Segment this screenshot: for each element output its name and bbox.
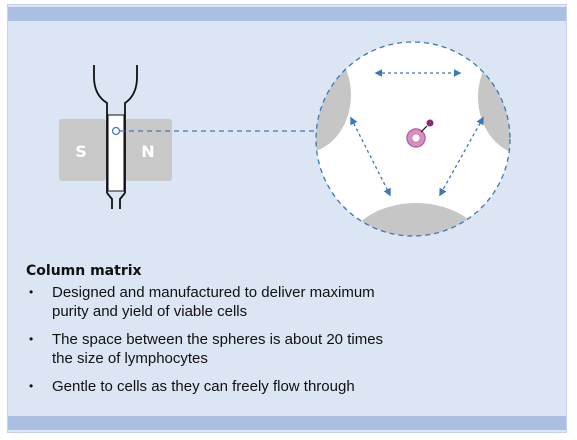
magnet-south-label: S: [75, 142, 87, 161]
column-matrix-fill: [107, 114, 125, 192]
bottom-band: [8, 416, 566, 430]
magnified-view-outline: [315, 41, 511, 237]
list-item: Gentle to cells as they can freely flow …: [26, 377, 546, 396]
spacing-arrows: [350, 69, 484, 197]
magnetic-bead: [426, 119, 434, 127]
column-matrix-info: Column matrix Designed and manufactured …: [26, 263, 546, 405]
separation-column: [93, 65, 138, 209]
magnetic-column-diagram: S N: [59, 41, 511, 237]
magnet-north-label: N: [141, 142, 154, 161]
list-item: Designed and manufactured to deliver max…: [26, 283, 387, 321]
feature-list: Designed and manufactured to deliver max…: [26, 283, 546, 396]
magnet-south: [59, 119, 106, 181]
info-panel: S N: [7, 4, 567, 433]
magnet-north: [125, 119, 172, 181]
top-band: [8, 7, 566, 21]
zoom-origin: [111, 126, 121, 136]
section-heading: Column matrix: [26, 263, 142, 279]
list-item: The space between the spheres is about 2…: [26, 330, 397, 368]
labelled-cell: [406, 119, 434, 148]
